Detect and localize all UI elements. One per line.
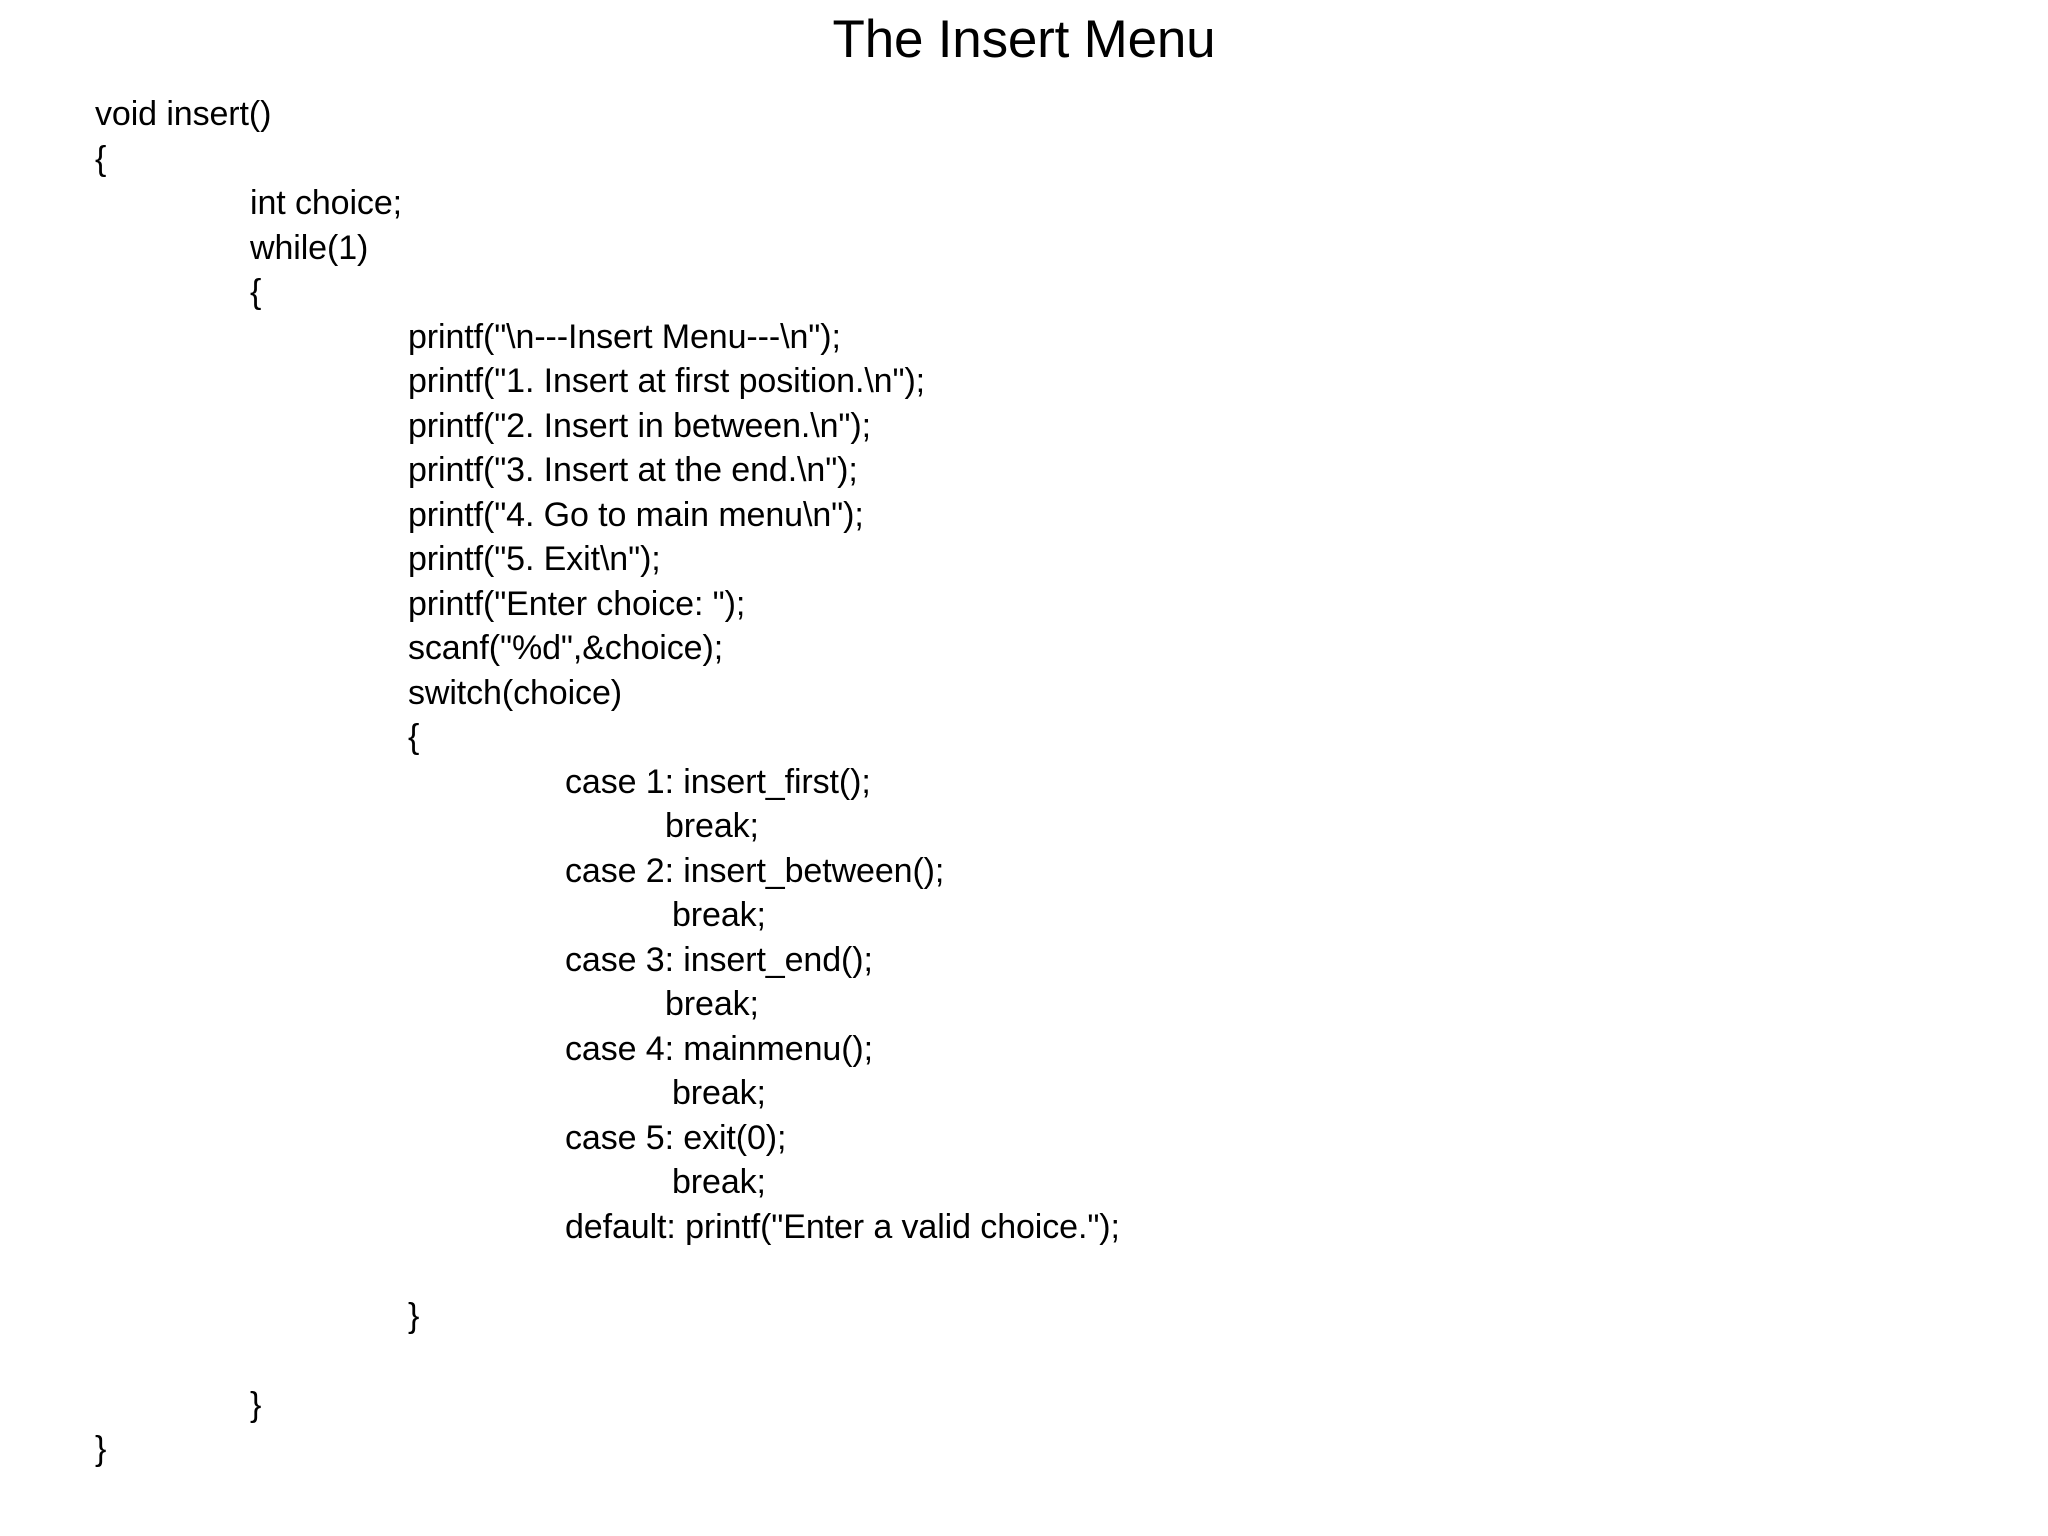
code-line bbox=[0, 1338, 2048, 1383]
code-line-text: { bbox=[250, 273, 262, 311]
code-line-text: case 5: exit(0); bbox=[565, 1118, 787, 1157]
code-line-text: } bbox=[250, 1385, 262, 1424]
code-line: printf("Enter choice: "); bbox=[0, 582, 2048, 627]
code-line-text: { bbox=[95, 139, 107, 178]
code-line: } bbox=[0, 1383, 2048, 1428]
code-line: printf("3. Insert at the end.\n"); bbox=[0, 448, 2048, 493]
code-line-text: break; bbox=[672, 1074, 766, 1112]
code-line-text: default: printf("Enter a valid choice.")… bbox=[565, 1207, 1120, 1246]
code-line-text: printf("3. Insert at the end.\n"); bbox=[408, 451, 858, 489]
code-line: default: printf("Enter a valid choice.")… bbox=[0, 1205, 2048, 1250]
code-line: int choice; bbox=[0, 181, 2048, 226]
code-line-text: } bbox=[95, 1430, 107, 1468]
code-line-text: break; bbox=[672, 896, 766, 934]
code-line: break; bbox=[0, 804, 2048, 849]
code-line: case 3: insert_end(); bbox=[0, 938, 2048, 983]
code-line: } bbox=[0, 1294, 2048, 1339]
code-block: void insert() { int choice; while(1) { printf… bbox=[0, 92, 2048, 1472]
code-line: case 2: insert_between(); bbox=[0, 849, 2048, 894]
code-line: break; bbox=[0, 893, 2048, 938]
code-line-text: while(1) bbox=[250, 228, 369, 267]
code-line bbox=[0, 1249, 2048, 1294]
code-line-text: printf("2. Insert in between.\n"); bbox=[408, 406, 871, 445]
code-line: { bbox=[0, 715, 2048, 760]
code-line: printf("4. Go to main menu\n"); bbox=[0, 493, 2048, 538]
code-line: void insert() bbox=[0, 92, 2048, 137]
code-line: printf("\n---Insert Menu---\n"); bbox=[0, 315, 2048, 360]
code-line-text: case 1: insert_first(); bbox=[565, 762, 871, 801]
code-line: printf("2. Insert in between.\n"); bbox=[0, 404, 2048, 449]
code-line-text: break; bbox=[672, 1163, 766, 1201]
code-line-text: break; bbox=[665, 807, 759, 845]
code-line-text: break; bbox=[665, 985, 759, 1023]
code-line: printf("1. Insert at first position.\n")… bbox=[0, 359, 2048, 404]
code-line-text: case 3: insert_end(); bbox=[565, 940, 873, 979]
code-line: case 1: insert_first(); bbox=[0, 760, 2048, 805]
code-line: scanf("%d",&choice); bbox=[0, 626, 2048, 671]
code-line-text: printf("\n---Insert Menu---\n"); bbox=[408, 317, 841, 356]
page-title: The Insert Menu bbox=[832, 10, 1216, 69]
code-line-text: case 2: insert_between(); bbox=[565, 851, 945, 890]
code-line-text: } bbox=[408, 1296, 420, 1335]
code-line: break; bbox=[0, 982, 2048, 1027]
code-line: switch(choice) bbox=[0, 671, 2048, 716]
code-line-text: case 4: mainmenu(); bbox=[565, 1029, 874, 1068]
code-line-text: scanf("%d",&choice); bbox=[408, 629, 724, 667]
code-line: case 5: exit(0); bbox=[0, 1116, 2048, 1161]
code-line-text: { bbox=[408, 718, 420, 756]
code-line: break; bbox=[0, 1071, 2048, 1116]
code-line-text: printf("Enter choice: "); bbox=[408, 584, 746, 623]
code-line: { bbox=[0, 137, 2048, 182]
code-line: } bbox=[0, 1427, 2048, 1472]
code-line-text: printf("4. Go to main menu\n"); bbox=[408, 495, 864, 534]
code-line-text: printf("1. Insert at first position.\n")… bbox=[408, 362, 926, 400]
code-line: { bbox=[0, 270, 2048, 315]
code-line: printf("5. Exit\n"); bbox=[0, 537, 2048, 582]
code-line: case 4: mainmenu(); bbox=[0, 1027, 2048, 1072]
code-line-text: int choice; bbox=[250, 184, 402, 222]
code-line-text: printf("5. Exit\n"); bbox=[408, 540, 661, 578]
code-line-text: switch(choice) bbox=[408, 673, 622, 712]
code-line-text: void insert() bbox=[95, 95, 272, 133]
code-line: break; bbox=[0, 1160, 2048, 1205]
code-line: while(1) bbox=[0, 226, 2048, 271]
